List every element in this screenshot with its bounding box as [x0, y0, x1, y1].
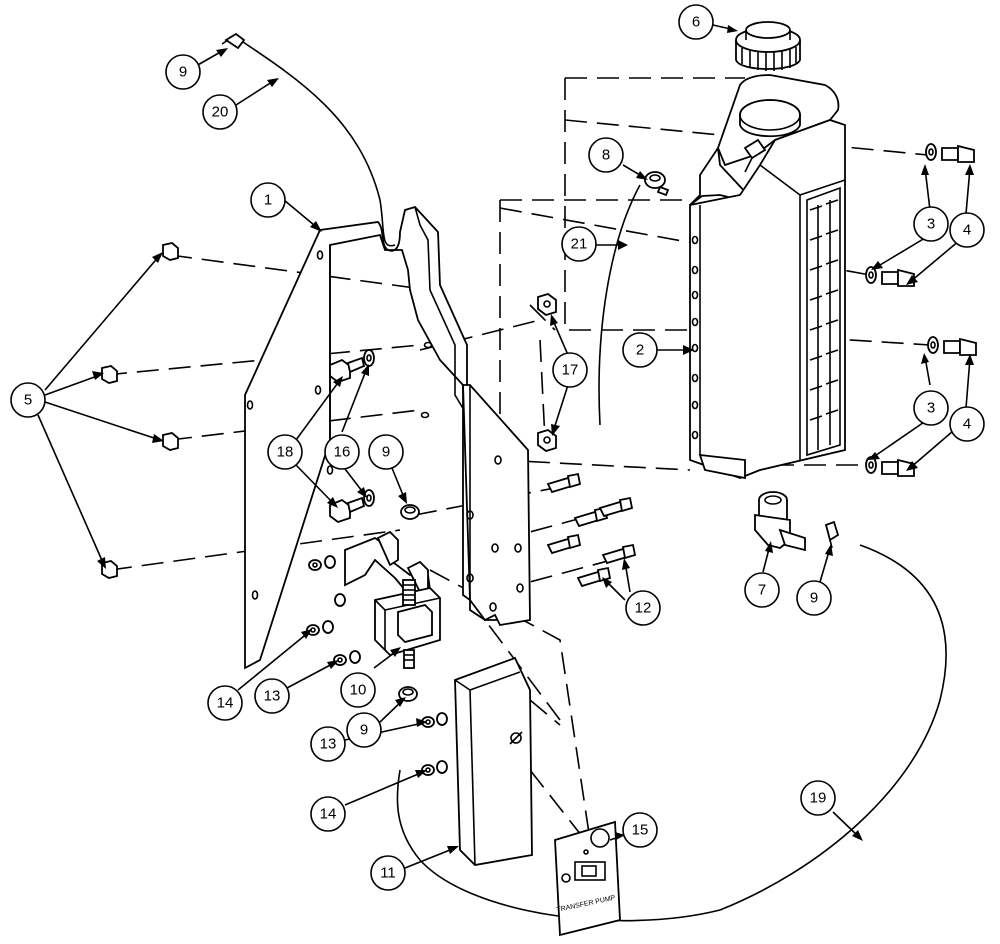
callout-4-bottom: 4 — [949, 406, 985, 442]
hose-20 — [239, 39, 396, 247]
callout-14-upper-label: 14 — [217, 695, 234, 712]
screws-12 — [546, 472, 637, 588]
callout-18: 18 — [267, 434, 303, 470]
callout-11: 11 — [370, 855, 406, 891]
callout-7-label: 7 — [758, 582, 766, 599]
callout-9-right: 9 — [796, 580, 832, 616]
callout-9-right-label: 9 — [810, 590, 818, 607]
callout-19-label: 19 — [810, 790, 827, 807]
callout-9-top-label: 9 — [179, 64, 187, 81]
pump-cover — [454, 656, 533, 866]
bolts-18 — [329, 356, 366, 524]
tank-cap — [735, 21, 801, 71]
callout-20: 20 — [202, 94, 238, 130]
hose-clamp-8 — [644, 171, 670, 197]
callout-5-label: 5 — [24, 392, 32, 409]
callout-17: 17 — [552, 352, 588, 388]
label-plate: TRANSFER PUMP — [554, 820, 621, 937]
callout-8: 8 — [588, 137, 624, 173]
callout-13-upper-label: 13 — [264, 688, 281, 705]
callout-20-label: 20 — [212, 104, 229, 121]
callout-4-top: 4 — [949, 212, 985, 248]
nuts-5 — [101, 242, 179, 579]
callout-5: 5 — [10, 382, 46, 418]
callout-13-upper: 13 — [254, 678, 290, 714]
callout-3-bottom: 3 — [913, 390, 949, 426]
elbow-fitting — [754, 491, 806, 552]
hose-21 — [598, 184, 641, 426]
callout-18-label: 18 — [277, 444, 294, 461]
callout-10: 10 — [340, 672, 376, 708]
callout-9-middle-label: 9 — [382, 444, 390, 461]
callout-19: 19 — [800, 780, 836, 816]
nuts-washers-pump — [306, 555, 361, 666]
callout-7: 7 — [744, 572, 780, 608]
nuts-17 — [537, 293, 557, 452]
callout-10-label: 10 — [350, 682, 367, 699]
transfer-pump — [344, 530, 441, 669]
callout-1-label: 1 — [264, 192, 272, 209]
callout-15: 15 — [622, 812, 658, 848]
callout-3-bottom-label: 3 — [927, 400, 935, 417]
callout-6: 6 — [678, 4, 714, 40]
callout-21-label: 21 — [571, 236, 588, 253]
tank-rib-pattern — [806, 186, 841, 457]
callout-14-lower-label: 14 — [320, 806, 337, 823]
fuel-tank — [689, 74, 846, 480]
callout-11-label: 11 — [380, 865, 396, 882]
callout-21: 21 — [561, 226, 597, 262]
callout-9-bottom-label: 9 — [360, 722, 368, 739]
mounting-bracket — [244, 205, 531, 670]
callout-9-bottom: 9 — [346, 712, 382, 748]
callout-8-label: 8 — [602, 147, 610, 164]
callout-2: 2 — [622, 332, 658, 368]
hose-clamp-bottom — [398, 686, 418, 702]
callout-4-bottom-label: 4 — [963, 416, 971, 433]
callout-3-top: 3 — [913, 206, 949, 242]
hose-19 — [396, 544, 947, 922]
callout-9-top: 9 — [165, 54, 201, 90]
callout-16-label: 16 — [334, 444, 351, 461]
callout-13-lower-label: 13 — [320, 736, 337, 753]
callout-2-label: 2 — [636, 342, 644, 359]
callout-15-label: 15 — [632, 822, 649, 839]
callout-12-label: 12 — [635, 600, 652, 617]
callout-9-middle: 9 — [368, 434, 404, 470]
hose-clamp-right — [824, 520, 840, 549]
bolts-4 — [881, 144, 977, 477]
callout-1: 1 — [250, 182, 286, 218]
washers-3 — [865, 143, 939, 474]
callout-13-lower: 13 — [310, 726, 346, 762]
callout-16: 16 — [324, 434, 360, 470]
callout-14-lower: 14 — [310, 796, 346, 832]
callout-17-label: 17 — [562, 362, 579, 379]
callout-4-top-label: 4 — [963, 222, 971, 239]
callout-6-label: 6 — [692, 14, 700, 31]
hose-clamp-top — [221, 32, 246, 50]
callout-14-upper: 14 — [207, 685, 243, 721]
callout-12: 12 — [625, 590, 661, 626]
leader-lines — [37, 24, 974, 869]
callout-3-top-label: 3 — [927, 216, 935, 233]
hose-clamp-middle — [400, 504, 420, 520]
washers-16 — [363, 349, 375, 507]
